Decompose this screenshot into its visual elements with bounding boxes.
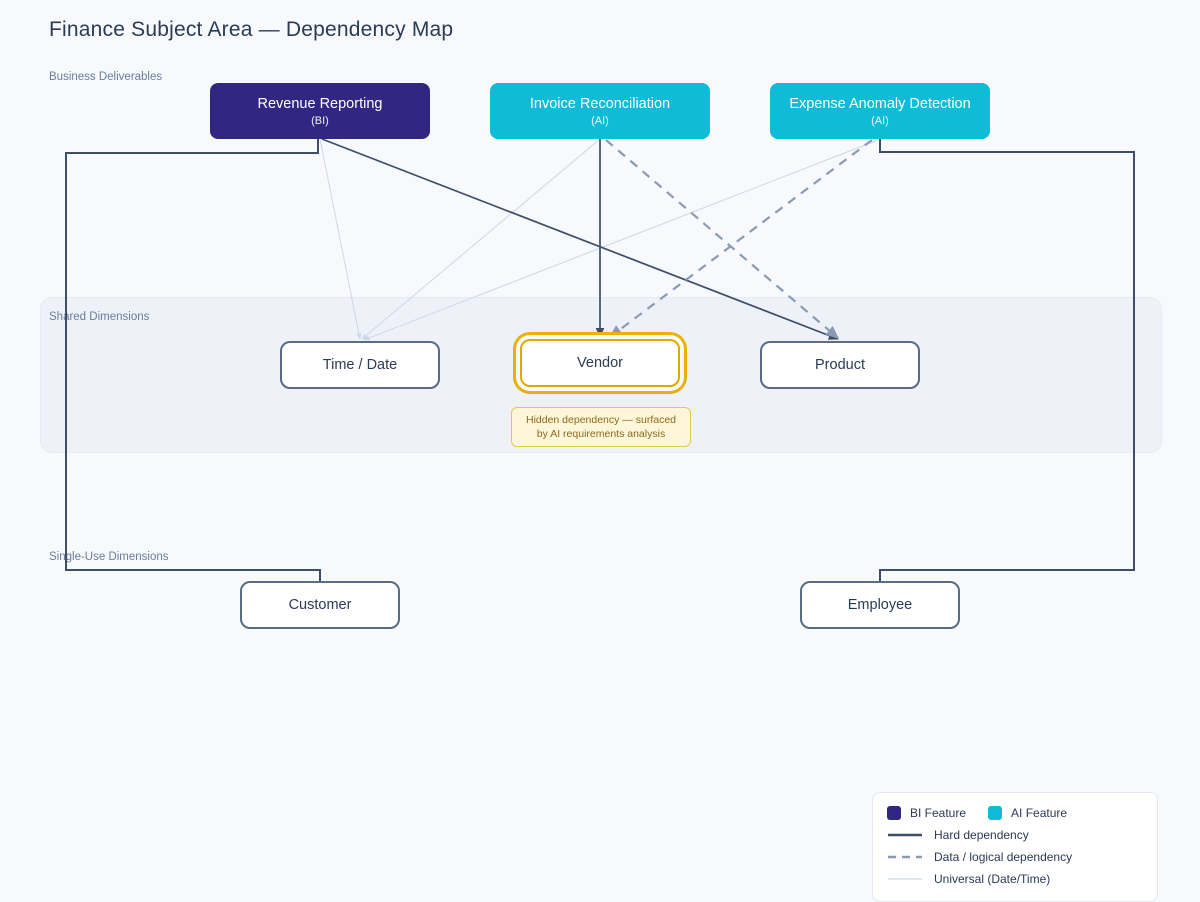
legend: BI Feature AI Feature Hard dependency Da… (872, 792, 1158, 902)
legend-row-data-dependency: Data / logical dependency (887, 846, 1143, 868)
node-customer[interactable]: Customer (240, 581, 400, 629)
node-invoice-reconciliation[interactable]: Invoice Reconciliation (AI) (490, 83, 710, 139)
page-title: Finance Subject Area — Dependency Map (49, 18, 454, 41)
legend-row-features: BI Feature AI Feature (887, 802, 1143, 824)
node-vendor[interactable]: Vendor (520, 339, 680, 387)
data-dependency-line-icon (887, 851, 923, 863)
node-expense-anomaly-detection[interactable]: Expense Anomaly Detection (AI) (770, 83, 990, 139)
legend-label-bi-feature: BI Feature (910, 806, 967, 820)
bi-feature-swatch-icon (887, 806, 901, 820)
legend-row-universal-dependency: Universal (Date/Time) (887, 868, 1143, 890)
node-revenue-reporting-subtitle: (BI) (311, 114, 329, 127)
hard-dependency-line-icon (887, 829, 923, 841)
ai-feature-swatch-icon (988, 806, 1003, 820)
legend-row-hard-dependency: Hard dependency (887, 824, 1143, 846)
band-label-business-deliverables: Business Deliverables (49, 71, 163, 83)
vendor-hidden-dependency-note: Hidden dependency — surfaced by AI requi… (511, 407, 691, 447)
legend-label-data-dependency: Data / logical dependency (934, 850, 1073, 864)
node-time-date[interactable]: Time / Date (280, 341, 440, 389)
band-label-single-use-dimensions: Single-Use Dimensions (49, 551, 169, 563)
node-invoice-reconciliation-title: Invoice Reconciliation (529, 95, 671, 112)
universal-dependency-line-icon (887, 873, 923, 885)
node-time-date-label: Time / Date (322, 357, 398, 373)
node-customer-label: Customer (288, 597, 352, 613)
legend-label-ai-feature: AI Feature (1011, 806, 1068, 820)
legend-item-ai-feature: AI Feature (988, 806, 1067, 820)
node-expense-anomaly-detection-subtitle: (AI) (871, 114, 889, 127)
node-product-label: Product (815, 357, 865, 373)
node-employee[interactable]: Employee (800, 581, 960, 629)
legend-item-bi-feature: BI Feature (887, 806, 966, 820)
node-product[interactable]: Product (760, 341, 920, 389)
vendor-note-line-1: Hidden dependency — surfaced (525, 414, 676, 426)
node-employee-label: Employee (847, 597, 913, 613)
legend-label-universal-dependency: Universal (Date/Time) (934, 872, 1051, 886)
legend-label-hard-dependency: Hard dependency (934, 828, 1029, 842)
band-label-shared-dimensions: Shared Dimensions (49, 311, 150, 323)
node-expense-anomaly-detection-title: Expense Anomaly Detection (789, 95, 971, 112)
node-invoice-reconciliation-subtitle: (AI) (591, 114, 609, 127)
node-revenue-reporting-title: Revenue Reporting (257, 95, 383, 112)
vendor-note-line-2: by AI requirements analysis (536, 428, 666, 440)
node-revenue-reporting[interactable]: Revenue Reporting (BI) (210, 83, 430, 139)
node-vendor-label: Vendor (577, 355, 623, 371)
